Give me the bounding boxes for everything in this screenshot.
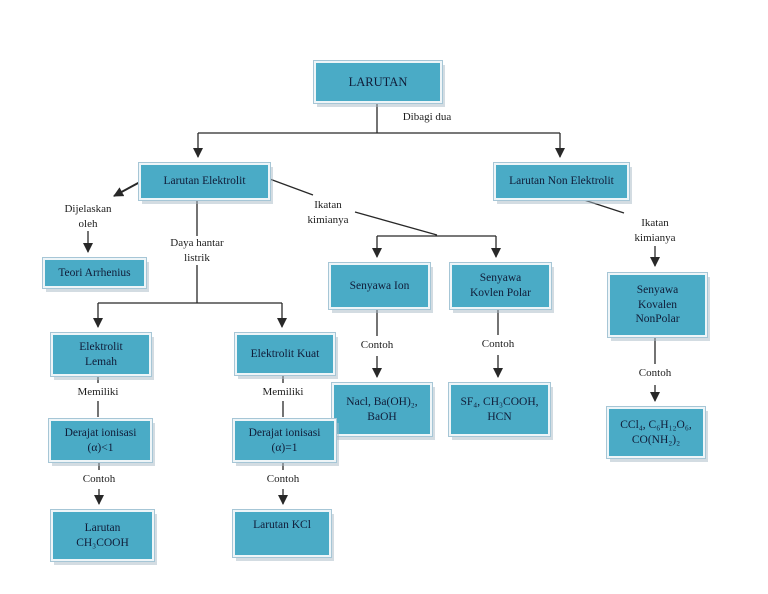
node-larutan-kcl: Larutan KCl	[233, 510, 331, 557]
connector-arrow-segments	[83, 133, 660, 505]
edge-label-daya-hantar-listrik: Daya hantar listrik	[170, 237, 224, 264]
node-derajat-ionisasi-eq1: Derajat ionisasi (α)=1	[233, 419, 336, 462]
edge-label-ikatan-kimianya-left: Ikatan kimianya	[307, 199, 349, 226]
edge-label-memiliki-left: Memiliki	[77, 386, 119, 398]
node-larutan-non-elektrolit: Larutan Non Elektrolit	[494, 163, 629, 200]
edge-label-dijelaskan-oleh: Dijelaskan oleh	[64, 203, 112, 230]
node-derajat-ionisasi-lt1: Derajat ionisasi (α)<1	[49, 419, 152, 462]
node-senyawa-kovlen-polar: Senyawa Kovlen Polar	[450, 263, 551, 309]
node-larutan: LARUTAN	[314, 61, 442, 103]
node-senyawa-kovalen-nonpolar: Senyawa Kovalen NonPolar	[608, 273, 707, 337]
node-elektrolit-kuat: Elektrolit Kuat	[235, 333, 335, 375]
node-teori-arrhenius: Teori Arrhenius	[43, 258, 146, 288]
connector-plain-segments	[97, 100, 656, 470]
edge-label-memiliki-right: Memiliki	[262, 386, 304, 398]
node-larutan-elektrolit: Larutan Elektrolit	[139, 163, 270, 200]
node-larutan-ch3cooh: Larutan CH₃COOH	[51, 510, 154, 561]
node-polar-examples: SF₄, CH₃COOH, HCN	[449, 383, 550, 436]
edge-label-contoh-nonpolar: Contoh	[638, 367, 672, 379]
edge-label-contoh-polar: Contoh	[481, 338, 515, 350]
edge-label-contoh-lemah: Contoh	[82, 473, 116, 485]
node-elektrolit-lemah: Elektrolit Lemah	[51, 333, 151, 376]
node-senyawa-ion: Senyawa Ion	[329, 263, 430, 309]
edge-label-ikatan-kimianya-right: Ikatan kimianya	[634, 217, 676, 244]
edge-label-contoh-kuat: Contoh	[266, 473, 300, 485]
node-ion-examples: Nacl, Ba(OH)₂, BaOH	[332, 383, 432, 436]
node-nonpolar-examples: CCl₄, C₆H₁₂O₆, CO(NH₂)₂	[607, 407, 705, 458]
edge-label-contoh-ion: Contoh	[360, 339, 394, 351]
edge-label-dibagi-dua: Dibagi dua	[402, 111, 452, 123]
